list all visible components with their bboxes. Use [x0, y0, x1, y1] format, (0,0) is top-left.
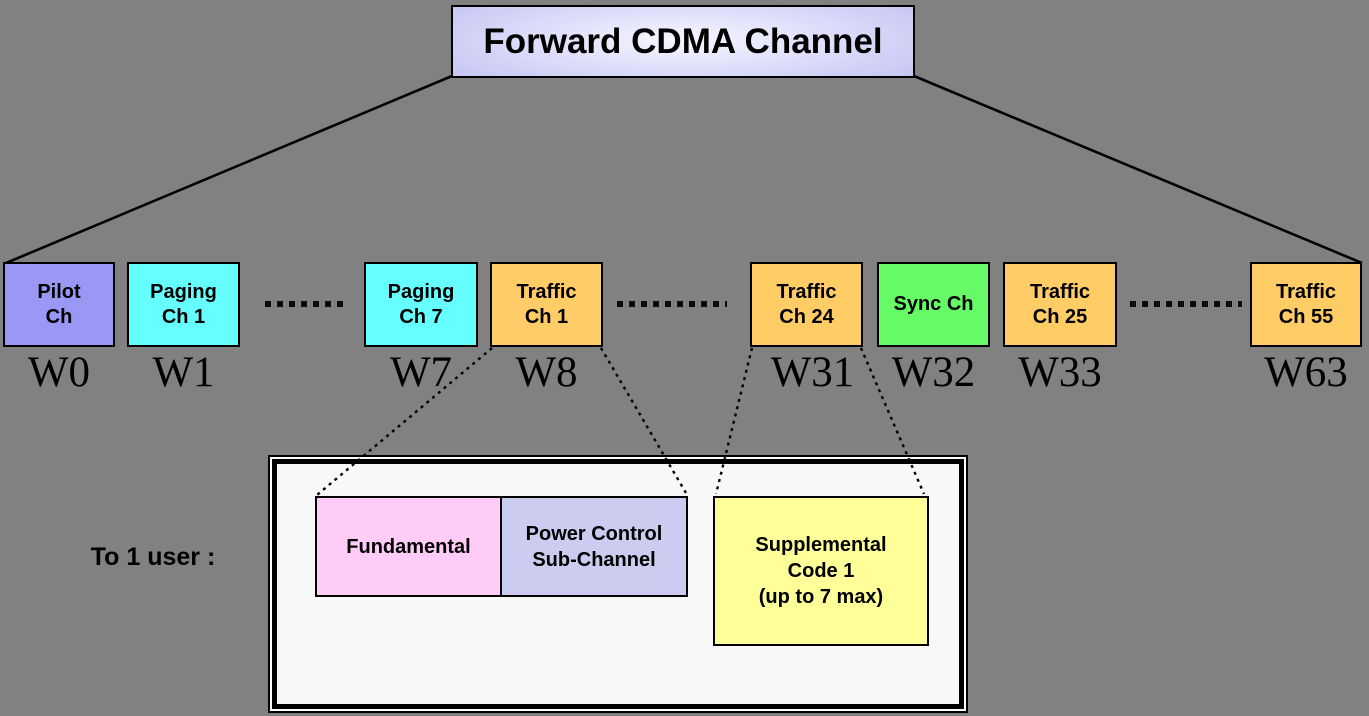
- channel-label: Ch 24: [779, 305, 834, 328]
- fundamental-label: Fundamental: [346, 535, 471, 558]
- channel-label: Traffic: [1275, 280, 1337, 303]
- channel-label: Traffic: [516, 280, 577, 303]
- power-control-label-line2: Sub-Channel: [532, 548, 656, 571]
- walsh-label-w32: W32: [891, 349, 976, 396]
- to-user-detail-inner: Fundamental Power Control Sub-Channel Su…: [272, 459, 964, 709]
- channel-label: Ch 1: [161, 305, 206, 328]
- channel-label: Paging: [387, 280, 455, 303]
- title-box-forward-cdma-channel: Forward CDMA Channel: [451, 5, 915, 78]
- channel-label: Sync Ch: [893, 293, 974, 315]
- channel-label: Traffic: [1029, 280, 1091, 303]
- channel-label: Ch 7: [399, 305, 443, 328]
- power-control-subchannel-box: Power Control Sub-Channel: [500, 496, 688, 597]
- channel-label: Pilot: [37, 280, 81, 303]
- to-user-label: To 1 user :: [90, 543, 216, 571]
- channel-box-sync: Sync Ch: [877, 262, 990, 347]
- power-control-label-line1: Power Control: [525, 522, 663, 545]
- channel-label: Ch: [45, 305, 73, 328]
- walsh-label-w0: W0: [27, 349, 91, 396]
- channel-label: Ch 55: [1278, 305, 1334, 328]
- fan-line-left: [5, 74, 453, 265]
- supplemental-code-box: Supplemental Code 1 (up to 7 max): [713, 496, 929, 646]
- supplemental-label-line3: (up to 7 max): [758, 586, 884, 608]
- fundamental-box: Fundamental: [315, 496, 502, 597]
- fan-line-right: [913, 74, 1363, 265]
- ellipsis-dots-paging: [265, 301, 345, 307]
- walsh-label-w33: W33: [1018, 349, 1102, 396]
- diagram-title: Forward CDMA Channel: [483, 21, 883, 61]
- ellipsis-dots-traffic-right: [1130, 301, 1242, 307]
- to-user-detail-frame: Fundamental Power Control Sub-Channel Su…: [268, 455, 968, 713]
- walsh-label-w7: W7: [389, 349, 453, 396]
- walsh-label-w63: W63: [1264, 349, 1348, 396]
- supplemental-label-line2: Code 1: [787, 560, 855, 582]
- channel-label: Traffic: [776, 280, 837, 303]
- walsh-label-w31: W31: [770, 349, 855, 396]
- walsh-label-w1: W1: [152, 349, 215, 396]
- supplemental-label-line1: Supplemental: [755, 534, 887, 556]
- channel-label: Ch 1: [524, 305, 569, 328]
- channel-label: Ch 25: [1032, 305, 1088, 328]
- channel-label: Paging: [150, 280, 217, 303]
- ellipsis-dots-traffic-left: [617, 301, 727, 307]
- walsh-label-w8: W8: [515, 349, 578, 396]
